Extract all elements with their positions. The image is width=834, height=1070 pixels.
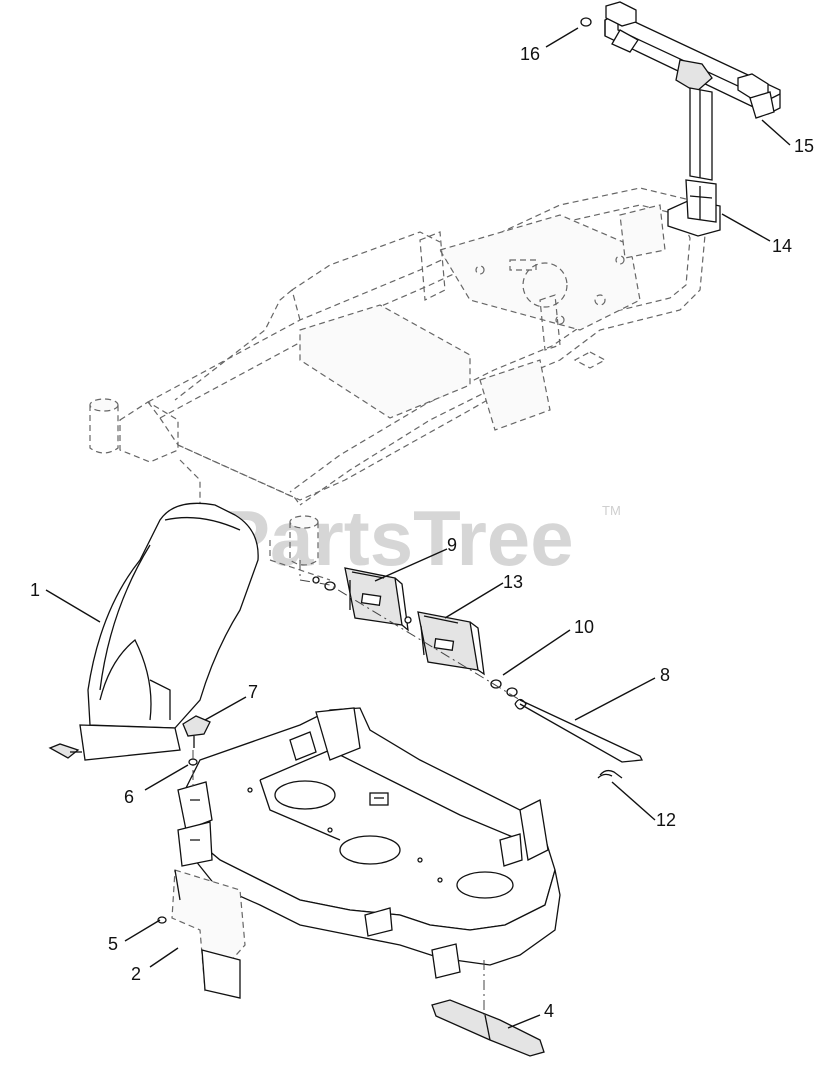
- caster-housing-left: [89, 398, 119, 454]
- part-10-washers: [490, 679, 518, 697]
- callout-13: 13: [503, 572, 523, 592]
- callout-16: 16: [520, 44, 540, 64]
- centerlines: [192, 560, 521, 790]
- part-7-knob: [182, 715, 211, 748]
- part-5-nut: [157, 916, 167, 924]
- callout-6: 6: [124, 787, 134, 807]
- callout-10: 10: [574, 617, 594, 637]
- part-16-cap: [580, 17, 592, 27]
- watermark-trademark: TM: [602, 503, 621, 518]
- watermark-text: PartsTree: [218, 494, 574, 582]
- mower-deck: [177, 707, 561, 979]
- part-15-hitch-bar: [604, 1, 781, 181]
- callout-4: 4: [544, 1001, 554, 1021]
- part-12-hairpin: [597, 769, 623, 779]
- part-8-rod: [514, 698, 644, 763]
- callout-9: 9: [447, 535, 457, 555]
- watermark: PartsTree TM: [218, 494, 621, 582]
- part-9-baffle: [312, 567, 409, 632]
- callout-14: 14: [772, 236, 792, 256]
- part-13-baffle: [404, 611, 485, 676]
- part-14-hitch-bracket: [667, 179, 721, 237]
- callout-2: 2: [131, 964, 141, 984]
- callout-8: 8: [660, 665, 670, 685]
- leader-lines: [45, 27, 791, 1029]
- part-4-blade: [431, 960, 545, 1057]
- part-1-discharge-chute: [48, 502, 259, 761]
- tractor-frame: [89, 187, 706, 581]
- callout-12: 12: [656, 810, 676, 830]
- callout-5: 5: [108, 934, 118, 954]
- callout-labels: 1 2 4 5 6 7 8 9 10 12 13 14 15 16: [30, 44, 814, 1021]
- callout-1: 1: [30, 580, 40, 600]
- callout-15: 15: [794, 136, 814, 156]
- caster-housing-right: [289, 515, 319, 566]
- callout-7: 7: [248, 682, 258, 702]
- part-2-deflector: [171, 869, 246, 999]
